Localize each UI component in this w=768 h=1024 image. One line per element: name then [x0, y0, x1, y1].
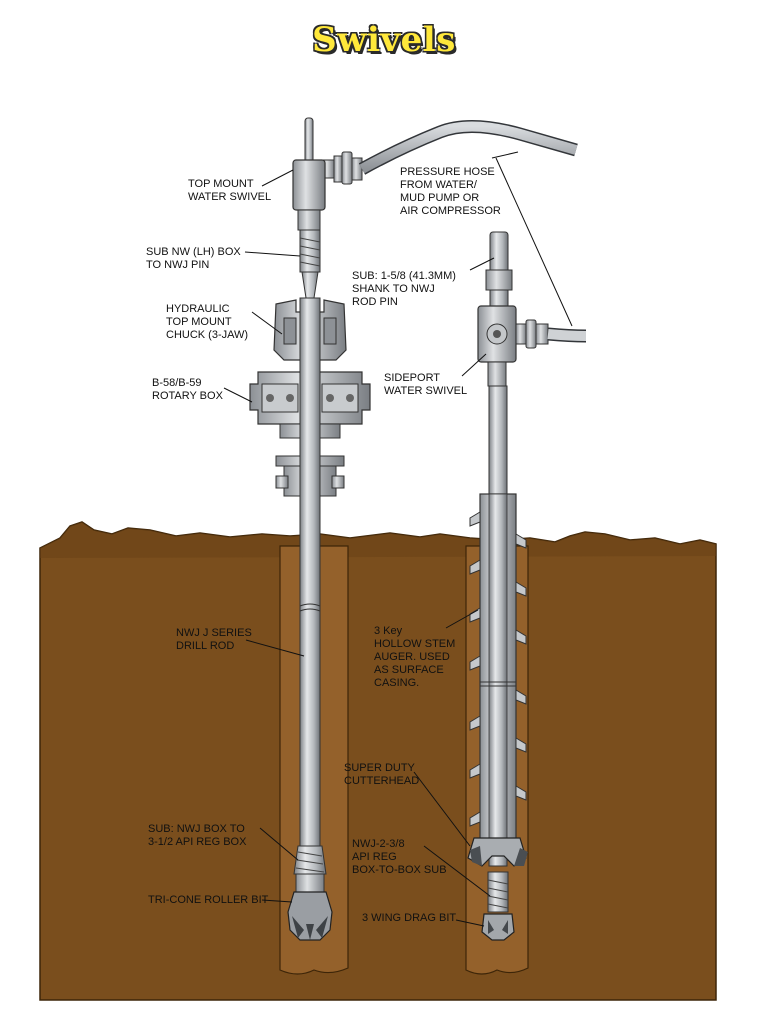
label-rotary-box: B-58/B-59 ROTARY BOX: [152, 377, 223, 402]
soil-ground: [39, 521, 717, 1001]
label-hydraulic-chuck: HYDRAULIC TOP MOUNT CHUCK (3-JAW): [166, 303, 249, 341]
label-sub-shank: SUB: 1-5/8 (41.3MM) SHANK TO NWJ ROD PIN: [352, 270, 456, 308]
label-box-to-box-sub: NWJ-2-3/8 API REG BOX-TO-BOX SUB: [352, 838, 447, 876]
label-tricone-bit: TRI-CONE ROLLER BIT: [148, 894, 269, 906]
label-hollow-stem-auger: 3 Key HOLLOW STEM AUGER. USED AS SURFACE…: [374, 625, 456, 689]
top-mount-water-swivel: [292, 159, 326, 211]
label-cutterhead: SUPER DUTY CUTTERHEAD: [344, 762, 420, 787]
label-sideport-swivel: SIDEPORT WATER SWIVEL: [384, 372, 468, 397]
three-wing-drag-bit: [481, 913, 515, 941]
page-title: Swivels: [312, 20, 456, 60]
label-sub-nw-box: SUB NW (LH) BOX TO NWJ PIN: [146, 246, 241, 271]
label-pressure-hose: PRESSURE HOSE FROM WATER/ MUD PUMP OR AI…: [400, 166, 501, 217]
label-drill-rod: NWJ J SERIES DRILL ROD: [176, 627, 252, 652]
label-top-mount-water-swivel: TOP MOUNT WATER SWIVEL: [188, 178, 272, 203]
label-sub-api-reg-box: SUB: NWJ BOX TO 3-1/2 API REG BOX: [148, 823, 247, 848]
nwj-drill-rod: [299, 297, 321, 847]
label-drag-bit: 3 WING DRAG BIT: [362, 912, 457, 924]
